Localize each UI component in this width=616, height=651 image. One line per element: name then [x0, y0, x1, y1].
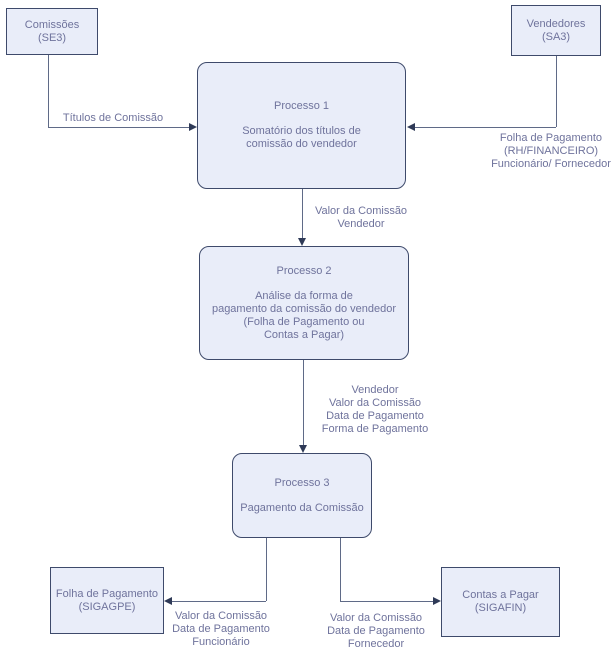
box-comissoes-label: Comissões (SE3)	[24, 18, 80, 44]
connector-processo3-folha-vertical	[266, 538, 267, 601]
arrowhead-into-contas-pagar	[433, 597, 441, 605]
box-contas-pagar-label: Contas a Pagar (SIGAFIN)	[462, 589, 539, 614]
connector-processo3-contas-horizontal	[340, 601, 433, 602]
arrowhead-into-folha-pagamento	[164, 597, 172, 605]
box-folha-pagamento: Folha de Pagamento (SIGAGPE)	[50, 567, 164, 634]
box-processo1: Processo 1 Somatório dos títulos de comi…	[197, 62, 406, 189]
box-processo3: Processo 3 Pagamento da Comissão	[232, 453, 372, 538]
connector-vendedores-vertical	[556, 56, 557, 127]
box-contas-pagar: Contas a Pagar (SIGAFIN)	[441, 567, 560, 637]
connector-vendedores-horizontal	[415, 127, 556, 128]
connector-comissoes-horizontal	[48, 127, 189, 128]
box-processo1-title: Processo 1	[273, 100, 330, 112]
connector-processo3-contas-vertical	[340, 538, 341, 601]
box-processo2-body: Análise da forma de pagamento da comissã…	[211, 289, 397, 341]
connector-processo3-folha-horizontal	[172, 601, 266, 602]
label-valor-comissao-vendedor: Valor da Comissão Vendedor	[314, 205, 408, 230]
label-vendedor-detalhes: Vendedor Valor da Comissão Data de Pagam…	[321, 384, 429, 435]
label-valor-funcionario: Valor da Comissão Data de Pagamento Func…	[172, 610, 270, 648]
box-processo2: Processo 2 Análise da forma de pagamento…	[199, 246, 409, 360]
label-folha-rh-financeiro: Folha de Pagamento (RH/FINANCEIRO) Funci…	[491, 132, 611, 170]
box-folha-pagamento-label: Folha de Pagamento (SIGAGPE)	[55, 587, 159, 613]
box-comissoes: Comissões (SE3)	[6, 8, 98, 55]
connector-processo1-processo2	[302, 189, 303, 238]
arrowhead-into-processo1-right	[407, 123, 415, 131]
connector-processo2-processo3	[303, 360, 304, 445]
box-vendedores-label: Vendedores (SA3)	[526, 17, 586, 43]
box-processo3-body: Pagamento da Comissão	[240, 501, 364, 514]
box-processo1-body: Somatório dos títulos de comissão do ven…	[242, 125, 361, 150]
arrowhead-into-processo3	[299, 445, 307, 453]
connector-comissoes-vertical	[48, 55, 49, 127]
label-titulos-comissao: Títulos de Comissão	[62, 112, 164, 124]
arrowhead-into-processo1-left	[189, 123, 197, 131]
box-processo2-title: Processo 2	[276, 264, 332, 277]
arrowhead-into-processo2	[298, 238, 306, 246]
box-processo3-title: Processo 3	[274, 476, 330, 489]
label-valor-fornecedor: Valor da Comissão Data de Pagamento Forn…	[327, 612, 425, 650]
box-vendedores: Vendedores (SA3)	[511, 5, 601, 56]
